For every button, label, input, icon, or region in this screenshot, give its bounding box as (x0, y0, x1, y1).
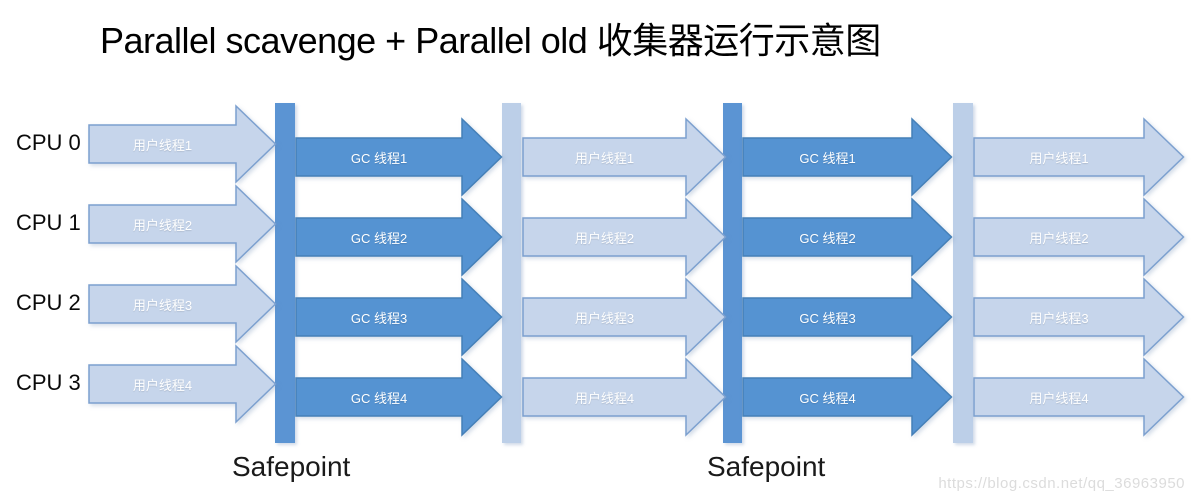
safepoint-label-1: Safepoint (232, 451, 351, 482)
arrow-label: 用户线程4 (132, 377, 193, 393)
cpu-label-3: CPU 3 (16, 370, 81, 395)
user-thread-arrow: 用户线程3 (88, 264, 277, 344)
user-thread-arrow: 用户线程4 (973, 357, 1185, 437)
gc-thread-arrow: GC 线程1 (295, 117, 503, 197)
user-thread-arrow: 用户线程3 (522, 277, 727, 357)
user-thread-arrow: 用户线程3 (973, 277, 1185, 357)
arrow-label: GC 线程2 (799, 230, 856, 246)
cpu-label-1: CPU 1 (16, 210, 81, 235)
gc-thread-arrow: GC 线程3 (742, 277, 953, 357)
resume-bar-2 (953, 103, 973, 443)
arrow-label: GC 线程1 (799, 150, 856, 166)
gc-thread-arrow: GC 线程4 (742, 357, 953, 437)
user-thread-arrow: 用户线程4 (88, 344, 277, 424)
arrow-label: 用户线程3 (1029, 310, 1089, 326)
arrow-label: 用户线程1 (574, 150, 635, 166)
arrow-label: 用户线程4 (1029, 390, 1089, 406)
arrow-label: GC 线程4 (799, 390, 856, 406)
user-thread-arrow: 用户线程2 (522, 197, 727, 277)
arrow-label: 用户线程1 (1029, 150, 1089, 166)
arrow-label: 用户线程3 (132, 297, 193, 313)
arrow-label: GC 线程1 (350, 150, 408, 166)
gc-thread-arrow: GC 线程2 (295, 197, 503, 277)
arrow-label: 用户线程1 (132, 137, 193, 153)
gc-thread-arrow: GC 线程3 (295, 277, 503, 357)
user-thread-arrow: 用户线程4 (522, 357, 727, 437)
user-thread-arrow: 用户线程2 (88, 184, 277, 264)
arrow-label: 用户线程3 (574, 310, 635, 326)
gc-thread-arrow: GC 线程2 (742, 197, 953, 277)
diagram-title: Parallel scavenge + Parallel old 收集器运行示意… (100, 20, 881, 61)
gc-thread-arrow: GC 线程4 (295, 357, 503, 437)
user-thread-arrow: 用户线程1 (88, 104, 277, 184)
safepoint-bar-1 (275, 103, 295, 443)
arrow-label: GC 线程2 (350, 230, 408, 246)
resume-bar-1 (502, 103, 521, 443)
arrow-label: GC 线程3 (350, 310, 408, 326)
arrow-label: 用户线程2 (132, 217, 193, 233)
arrow-label: 用户线程2 (1029, 230, 1089, 246)
arrow-label: 用户线程2 (574, 230, 635, 246)
safepoint-bar-2 (723, 103, 742, 443)
cpu-label-2: CPU 2 (16, 290, 81, 315)
user-thread-arrow: 用户线程2 (973, 197, 1185, 277)
arrow-label: GC 线程3 (799, 310, 856, 326)
user-thread-arrow: 用户线程1 (973, 117, 1185, 197)
watermark-url: https://blog.csdn.net/qq_36963950 (938, 475, 1185, 492)
user-thread-arrow: 用户线程1 (522, 117, 727, 197)
arrow-label: 用户线程4 (574, 390, 635, 406)
safepoint-label-2: Safepoint (707, 451, 826, 482)
arrow-label: GC 线程4 (350, 390, 408, 406)
gc-thread-arrow: GC 线程1 (742, 117, 953, 197)
cpu-label-0: CPU 0 (16, 130, 81, 155)
